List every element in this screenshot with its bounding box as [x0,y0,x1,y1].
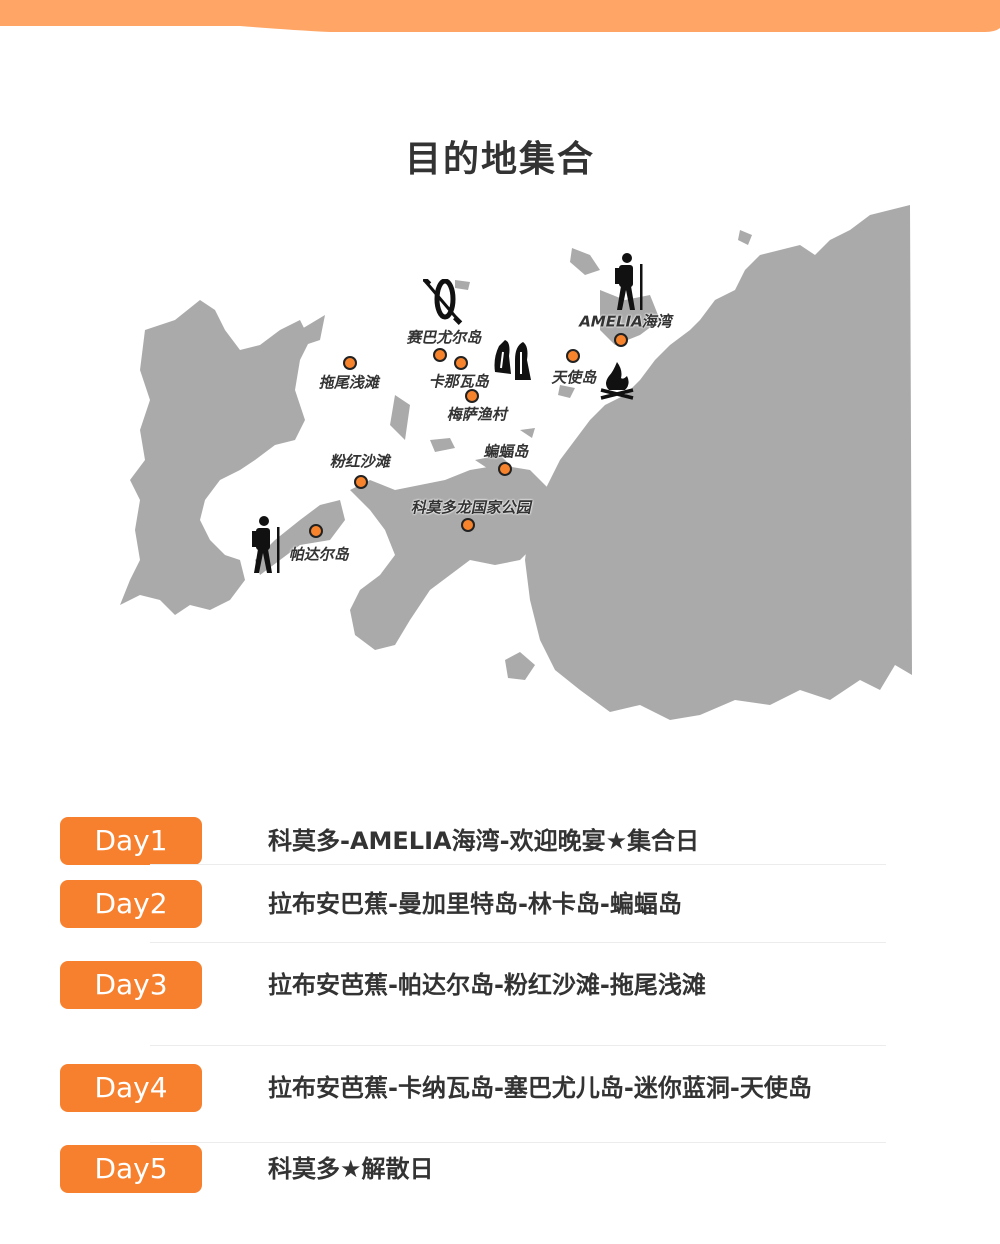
day-badge: Day2 [60,880,202,928]
location-marker[interactable] [454,356,468,370]
location-label: 天使岛 [550,368,600,387]
hiker-icon [615,253,643,310]
divider [150,1045,886,1046]
location-label: AMELIA海湾 [577,312,675,331]
day-badge: Day1 [60,817,202,865]
kayak-icon [423,279,463,325]
top-banner [0,0,1000,32]
day-badge: Day4 [60,1064,202,1112]
location-label: 卡那瓦岛 [427,372,492,391]
location-label: 帕达尔岛 [287,545,352,564]
day-route: 拉布安芭蕉-帕达尔岛-粉红沙滩-拖尾浅滩 [268,971,706,999]
location-marker[interactable] [614,333,628,347]
location-marker[interactable] [343,356,357,370]
day-route: 科莫多★解散日 [268,1155,434,1183]
hiker-icon [252,516,280,573]
location-marker[interactable] [309,524,323,538]
location-label: 粉红沙滩 [328,452,393,471]
location-label: 拖尾浅滩 [317,373,382,392]
location-label: 蝙蝠岛 [482,442,532,461]
campfire-icon [600,362,634,400]
day-route: 科莫多-AMELIA海湾-欢迎晚宴★集合日 [268,827,700,855]
location-marker[interactable] [461,518,475,532]
day-route: 拉布安芭蕉-卡纳瓦岛-塞巴尤儿岛-迷你蓝洞-天使岛 [268,1074,812,1102]
location-marker[interactable] [465,389,479,403]
divider [150,942,886,943]
location-label: 赛巴尤尔岛 [405,328,485,347]
page-title: 目的地集合 [404,139,595,180]
location-marker[interactable] [566,349,580,363]
location-marker[interactable] [498,462,512,476]
location-marker[interactable] [433,348,447,362]
day-route: 拉布安巴蕉-曼加里特岛-林卡岛-蝙蝠岛 [268,890,682,918]
location-marker[interactable] [354,475,368,489]
destination-map: 拖尾浅滩 赛巴尤尔岛 卡那瓦岛 梅萨渔村 蝙蝠岛 粉红沙滩 科莫多龙国家公园 帕… [0,200,1000,740]
divider [150,864,886,865]
divider [150,1142,886,1143]
location-label: 科莫多龙国家公园 [409,498,534,517]
flippers-icon [494,340,531,380]
day-badge: Day5 [60,1145,202,1193]
day-badge: Day3 [60,961,202,1009]
location-label: 梅萨渔村 [445,405,510,424]
map-land [120,205,912,720]
